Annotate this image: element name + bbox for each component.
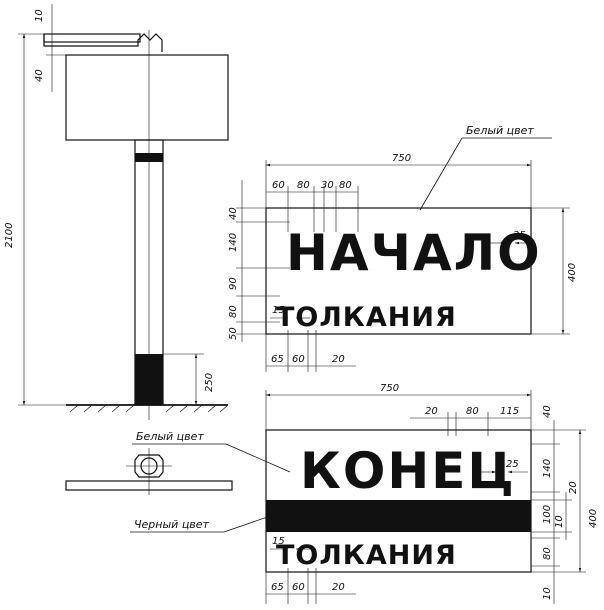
- dim-end-top1: 20: [425, 406, 438, 417]
- pole-assembly: [43, 30, 229, 420]
- dim-start-col1: 60: [272, 180, 285, 191]
- dim-end-total-b: 400: [588, 509, 599, 528]
- dim-end-r-word: 140: [542, 459, 553, 478]
- dim-pole-head: 40: [34, 69, 45, 82]
- sign-start-line1: НАЧАЛО: [286, 224, 542, 282]
- dim-end-bottom1: 65: [271, 582, 284, 593]
- dim-start-row5: 50: [228, 327, 239, 340]
- dim-start-bottom1: 65: [271, 354, 284, 365]
- dim-start-col4: 80: [339, 180, 352, 191]
- dim-start-bottom3: 20: [332, 354, 345, 365]
- dim-end-bottom3: 20: [332, 582, 345, 593]
- dim-start-width: 750: [392, 153, 411, 164]
- note-end-white: Белый цвет: [136, 430, 204, 443]
- dim-end-r-top: 40: [542, 405, 553, 418]
- dim-end-top3: 115: [500, 406, 519, 417]
- dim-start-row1: 40: [228, 207, 239, 220]
- dim-start-height: 400: [567, 263, 578, 282]
- sign-end-black-band: [266, 500, 531, 532]
- pole-sign-board: [65, 54, 229, 141]
- dim-end-bottom2: 60: [292, 582, 305, 593]
- dim-start-stroke-small: 15: [272, 305, 285, 316]
- dim-start-col2: 80: [297, 180, 310, 191]
- dim-end-width: 750: [380, 383, 399, 394]
- dim-start-row2: 140: [228, 233, 239, 252]
- note-start-white: Белый цвет: [466, 124, 534, 137]
- pole-dimensions: 10 40 2100 250: [4, 4, 215, 406]
- dim-end-r-bottom: 10: [542, 587, 553, 600]
- dim-pole-height: 2100: [4, 223, 15, 248]
- dim-end-stroke-small: 15: [272, 536, 285, 547]
- pole-base-black: [135, 354, 163, 405]
- pole-plan-view: [65, 448, 233, 495]
- dim-pole-base: 250: [204, 373, 215, 392]
- dim-start-row4: 80: [228, 305, 239, 318]
- dim-start-col3: 30: [321, 180, 334, 191]
- sign-start-dimensions: 750 60 80 30 80 40 140 90 80 50 400 25: [228, 124, 578, 372]
- dim-end-stroke-big: 25: [506, 459, 519, 470]
- dim-end-r-band: 100: [542, 505, 553, 524]
- dim-end-r-gap: 10: [554, 515, 565, 528]
- dim-pole-top: 10: [34, 9, 45, 22]
- dim-end-top2: 80: [466, 406, 479, 417]
- sign-end-line1: КОНЕЦ: [300, 442, 516, 500]
- sign-start-board: [265, 207, 532, 335]
- dim-start-row3: 90: [228, 277, 239, 290]
- note-end-black: Черный цвет: [134, 518, 210, 531]
- sign-start-line2: ТОЛКАНИЯ: [276, 302, 457, 333]
- dim-start-bottom2: 60: [292, 354, 305, 365]
- dim-end-total-a: 20: [568, 481, 579, 494]
- sign-end-line2: ТОЛКАНИЯ: [276, 540, 457, 571]
- pole-band: [135, 153, 163, 162]
- sign-start: НАЧАЛО ТОЛКАНИЯ: [265, 207, 542, 335]
- dim-end-r-small: 80: [542, 547, 553, 560]
- sign-end-dimensions: 750 20 80 115 25 15 40 140 100 10 80 10: [130, 383, 599, 604]
- dim-start-stroke-big: 25: [513, 230, 526, 241]
- sign-end: КОНЕЦ ТОЛКАНИЯ: [265, 429, 532, 573]
